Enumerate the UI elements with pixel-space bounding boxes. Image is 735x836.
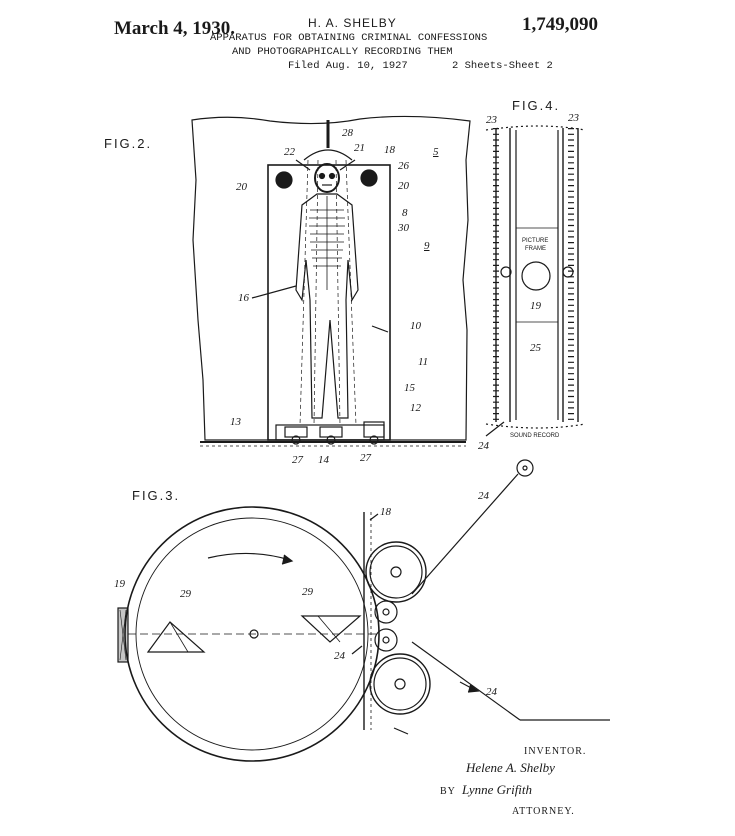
picture-frame-label-2: FRAME [525,246,546,252]
ref-24-mid: 24 [334,650,345,662]
ref-5: 5 [433,146,439,158]
inventor-name-header: H. A. SHELBY [308,16,397,30]
ref-9: 9 [424,240,430,252]
attorney-signature: Lynne Grifith [462,782,533,797]
ref-26: 26 [398,160,409,172]
ref-24-bottom: 24 [486,686,497,698]
ref-19-film: 19 [530,300,541,312]
filed-date: Filed Aug. 10, 1927 [288,60,408,72]
sound-record-label: SOUND RECORD [510,433,560,439]
ref-27-right: 27 [360,452,371,464]
ref-29-right: 29 [302,586,313,598]
ref-23-right: 23 [568,112,579,124]
patent-date: March 4, 1930. [114,18,236,39]
ref-18: 18 [384,144,395,156]
ref-14: 14 [318,454,329,466]
ref-11: 11 [418,356,429,368]
picture-frame-label-1: PICTURE [522,238,549,244]
ref-24-top: 24 [478,490,489,502]
inventor-signature: Helene A. Shelby [466,760,555,775]
ref-30: 30 [398,222,409,234]
patent-number: 1,749,090 [522,14,598,35]
ref-10: 10 [410,320,421,332]
ref-24-fig4: 24 [478,440,489,452]
fig2-drawing [191,115,471,447]
ref-12: 12 [410,402,421,414]
by-label: BY [440,786,456,797]
fig3-label: FIG.3. [132,488,181,503]
ref-27-left: 27 [292,454,303,466]
ref-29-left: 29 [180,588,191,600]
ref-28: 28 [342,127,353,139]
ref-19-lens: 19 [114,578,125,590]
ref-23-left: 23 [486,114,497,126]
fig3-drawing [117,459,610,762]
ref-20-right: 20 [398,180,409,192]
patent-title-line1: APPARATUS FOR OBTAINING CRIMINAL CONFESS… [210,32,488,44]
fig4-label: FIG.4. [512,98,561,113]
fig2-label: FIG.2. [104,136,153,151]
ref-13: 13 [230,416,241,428]
ref-8: 8 [402,207,408,219]
inventor-label: INVENTOR. [524,746,587,757]
ref-15: 15 [404,382,415,394]
ref-20-left: 20 [236,181,247,193]
ref-18-fig3: 18 [380,506,391,518]
attorney-label: ATTORNEY. [512,806,575,817]
fig4-drawing [485,125,586,437]
sheet-count: 2 Sheets-Sheet 2 [452,60,553,72]
ref-21: 21 [354,142,365,154]
ref-22: 22 [284,146,295,158]
ref-16: 16 [238,292,249,304]
ref-25: 25 [530,342,541,354]
patent-title-line2: AND PHOTOGRAPHICALLY RECORDING THEM [232,46,453,58]
